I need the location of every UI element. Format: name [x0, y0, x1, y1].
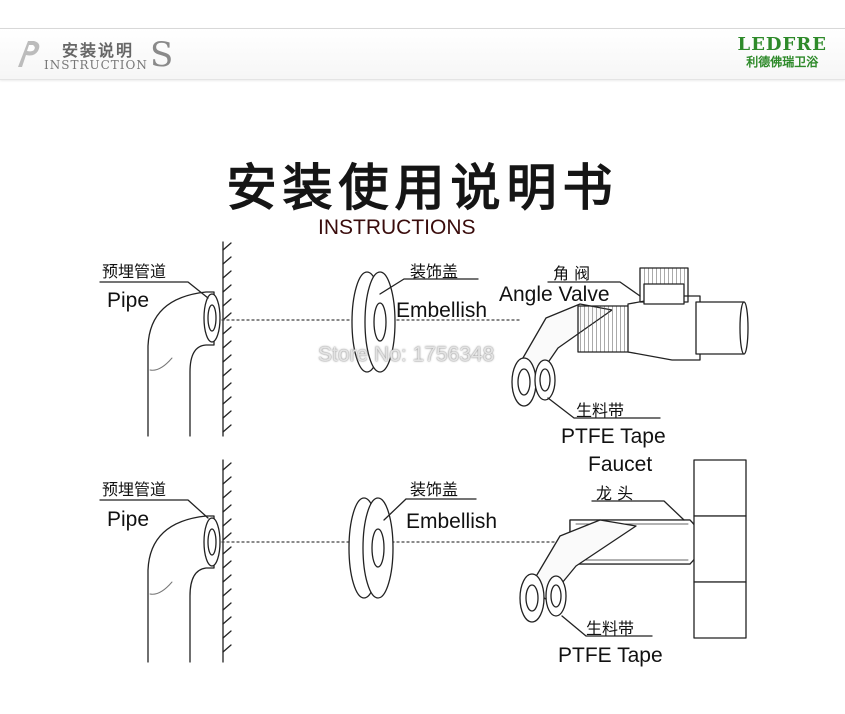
embedded-pipe-bottom	[147, 515, 221, 663]
leader-embellish-top	[379, 278, 479, 295]
page-title-en: INSTRUCTIONS	[318, 216, 476, 239]
brand-name-cn: 利德佛瑞卫浴	[746, 55, 819, 69]
leader-pipe-top	[99, 281, 209, 299]
label-pipe-en-bottom: Pipe	[107, 508, 150, 531]
label-faucet-en: Faucet	[588, 453, 653, 476]
label-embellish-cn-top: 装饰盖	[410, 262, 459, 281]
label-valve-en: Angle Valve	[499, 283, 610, 306]
label-tape-en-bottom: PTFE Tape	[558, 644, 663, 667]
embedded-pipe-top	[147, 291, 221, 437]
page-title-cn: 安装使用说明书	[226, 158, 619, 217]
instruction-logo-icon	[18, 41, 40, 67]
header-title-en: INSTRUCTION	[44, 58, 148, 72]
header-title-s: S	[150, 35, 174, 75]
brand-logo: LEDFRE 利德佛瑞卫浴	[737, 34, 827, 70]
leader-pipe-bottom	[99, 499, 209, 519]
label-pipe-cn-bottom: 预埋管道	[102, 480, 167, 499]
label-embellish-cn-bottom: 装饰盖	[410, 480, 459, 499]
brand-name-en: LEDFRE	[737, 34, 827, 55]
label-pipe-cn-top: 预埋管道	[102, 262, 167, 281]
label-pipe-en-top: Pipe	[107, 289, 150, 312]
header-bar: 安装说明 INSTRUCTION S LEDFRE 利德佛瑞卫浴	[0, 28, 845, 80]
leader-tape-top	[547, 397, 661, 419]
ptfe-tape-bottom	[519, 519, 637, 623]
leader-valve	[547, 281, 641, 297]
label-tape-en-top: PTFE Tape	[561, 425, 666, 448]
label-faucet-cn: 龙 头	[596, 484, 634, 503]
wall-top	[222, 241, 232, 437]
leader-tape-bottom	[561, 615, 653, 637]
faucet	[569, 459, 747, 639]
leader-embellish-bottom	[383, 498, 477, 521]
label-embellish-en-bottom: Embellish	[406, 510, 498, 533]
angle-valve	[577, 267, 749, 361]
embellish-cover-bottom	[348, 497, 394, 599]
wall-bottom	[222, 459, 232, 663]
embellish-cover-top	[351, 271, 396, 373]
label-embellish-en-top: Embellish	[396, 299, 488, 322]
label-tape-cn-bottom: 生料带	[586, 619, 635, 638]
label-tape-cn-top: 生料带	[576, 401, 625, 420]
label-valve-cn: 角 阀	[553, 264, 591, 283]
leader-faucet	[591, 500, 685, 521]
header-title-cn: 安装说明	[62, 41, 135, 60]
store-watermark: Store No: 1756348	[318, 343, 495, 366]
